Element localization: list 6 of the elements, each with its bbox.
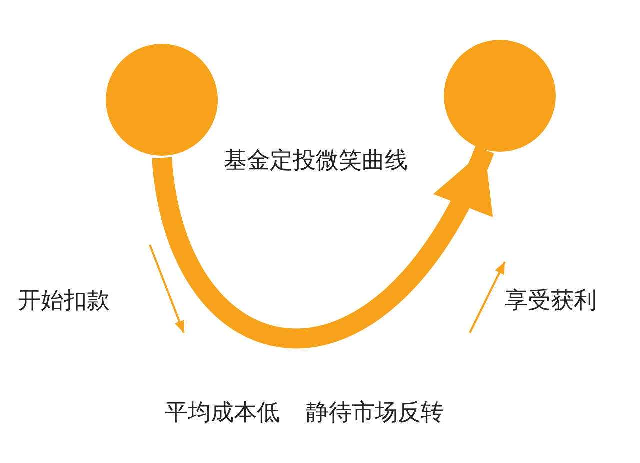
label: 开始扣款 xyxy=(18,290,110,313)
title: 基金定投微笑曲线 xyxy=(224,150,408,173)
label: 静待市场反转 xyxy=(306,402,444,425)
label: 享受获利 xyxy=(505,290,597,313)
label: 平均成本低 xyxy=(165,402,280,425)
curved-arrow xyxy=(152,146,494,348)
